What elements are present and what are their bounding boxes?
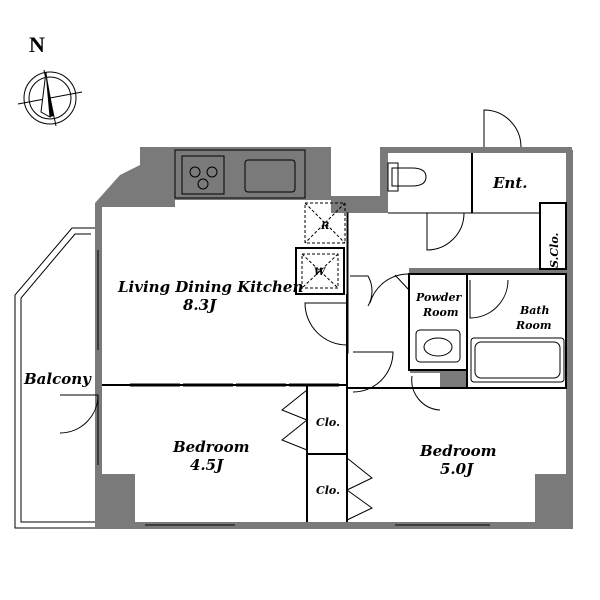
kitchen-counter xyxy=(174,149,306,199)
ldk-size: 8.3J xyxy=(183,296,217,314)
compass-needle-outline xyxy=(40,71,51,118)
toilet-icon xyxy=(391,167,427,187)
balcony-door[interactable] xyxy=(59,394,99,434)
burner-icon xyxy=(189,166,201,178)
ldk-door[interactable] xyxy=(304,302,348,346)
bedroom-west-label: Bedroom xyxy=(172,438,250,456)
powder-room-label: Powder xyxy=(415,291,462,304)
bath-room-label-2: Room xyxy=(515,319,551,332)
closet-lower-label: Clo. xyxy=(316,484,340,497)
bath-room-walls xyxy=(466,273,567,389)
burner-icon xyxy=(206,166,218,178)
doors xyxy=(59,109,522,521)
washroom-door[interactable] xyxy=(350,275,373,307)
sink-icon xyxy=(244,159,296,193)
powder-room-label-2: Room xyxy=(422,306,458,319)
compass-outer-ring xyxy=(23,71,77,125)
balcony-rail xyxy=(14,227,95,529)
entrance-label: Ent. xyxy=(492,174,528,192)
bedroom-east-label: Bedroom xyxy=(419,442,497,460)
entrance-door[interactable] xyxy=(483,109,522,148)
bath-room-label: Bath xyxy=(519,304,550,317)
windows xyxy=(97,250,490,526)
north-label: N xyxy=(29,32,45,57)
closet-upper-label: Clo. xyxy=(316,416,340,429)
refrigerator-label: R xyxy=(320,221,329,232)
stove xyxy=(181,155,225,195)
compass-needle-icon xyxy=(46,72,54,117)
compass: N xyxy=(17,32,83,127)
walls xyxy=(95,147,573,529)
closet-door-upper[interactable] xyxy=(281,389,308,451)
ldk-label: Living Dining Kitchen xyxy=(117,278,303,296)
balcony-label: Balcony xyxy=(23,370,92,388)
closet-door-lower[interactable] xyxy=(346,457,373,521)
powder-room-door[interactable] xyxy=(369,273,410,304)
washer-space xyxy=(295,247,345,295)
burner-icon xyxy=(197,178,209,190)
interior-lines: R W xyxy=(14,149,567,529)
bathtub xyxy=(470,337,565,383)
compass-inner-ring xyxy=(28,76,72,120)
refrigerator-space xyxy=(304,202,346,244)
bath-room-door[interactable] xyxy=(469,279,509,319)
hall-door[interactable] xyxy=(426,212,465,251)
shoe-closet-label: S.Clo. xyxy=(548,233,561,268)
washbasin xyxy=(415,329,461,363)
washer-label: W xyxy=(314,267,327,278)
bedroom-west-size: 4.5J xyxy=(190,456,224,474)
shoe-closet xyxy=(539,202,567,270)
bedroom-east-size: 5.0J xyxy=(440,460,474,478)
bedroom-east-door[interactable] xyxy=(352,351,394,393)
